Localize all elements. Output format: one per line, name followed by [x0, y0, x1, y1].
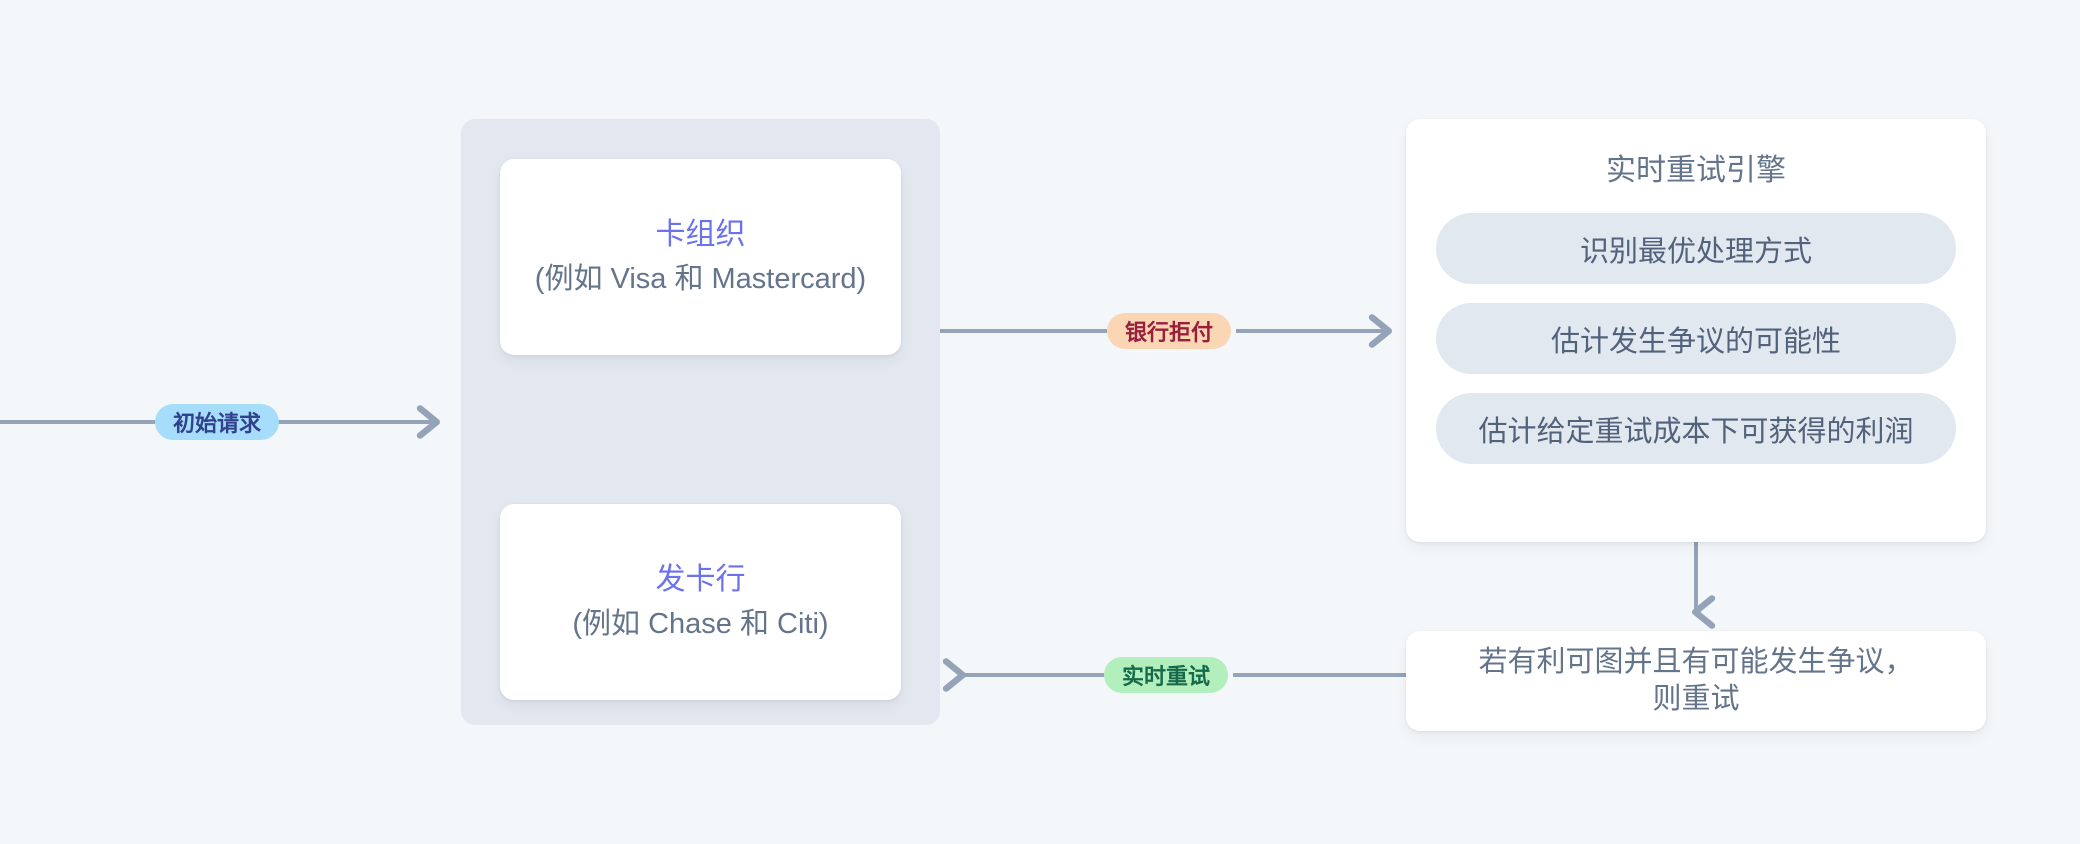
retry-engine-title: 实时重试引擎	[1606, 154, 1786, 187]
node-retry-outcome[interactable]: 若有利可图并且有可能发生争议， 则重试	[1406, 631, 1986, 731]
node-card-network[interactable]: 卡组织 (例如 Visa 和 Mastercard)	[500, 159, 901, 355]
retry-engine-step-list: 识别最优处理方式 估计发生争议的可能性 估计给定重试成本下可获得的利润	[1406, 213, 1986, 464]
node-issuer-bank[interactable]: 发卡行 (例如 Chase 和 Citi)	[500, 504, 901, 700]
node-card-network-title: 卡组织	[655, 218, 746, 252]
edge-label-bank-decline: 银行拒付	[1107, 313, 1232, 349]
retry-outcome-line-2: 则重试	[1652, 683, 1740, 715]
retry-engine-step[interactable]: 识别最优处理方式	[1436, 213, 1956, 284]
node-retry-engine[interactable]: 实时重试引擎 识别最优处理方式 估计发生争议的可能性 估计给定重试成本下可获得的…	[1406, 119, 1986, 542]
retry-engine-step[interactable]: 估计给定重试成本下可获得的利润	[1436, 393, 1956, 464]
node-issuer-bank-subtitle: (例如 Chase 和 Citi)	[572, 607, 829, 640]
node-issuer-bank-title: 发卡行	[655, 563, 746, 597]
edge-label-initial-request: 初始请求	[155, 404, 280, 440]
retry-outcome-line-1: 若有利可图并且有可能发生争议，	[1478, 645, 1914, 678]
node-card-network-subtitle: (例如 Visa 和 Mastercard)	[534, 262, 867, 295]
edge-label-realtime-retry: 实时重试	[1104, 657, 1229, 693]
retry-engine-step[interactable]: 估计发生争议的可能性	[1436, 303, 1956, 374]
